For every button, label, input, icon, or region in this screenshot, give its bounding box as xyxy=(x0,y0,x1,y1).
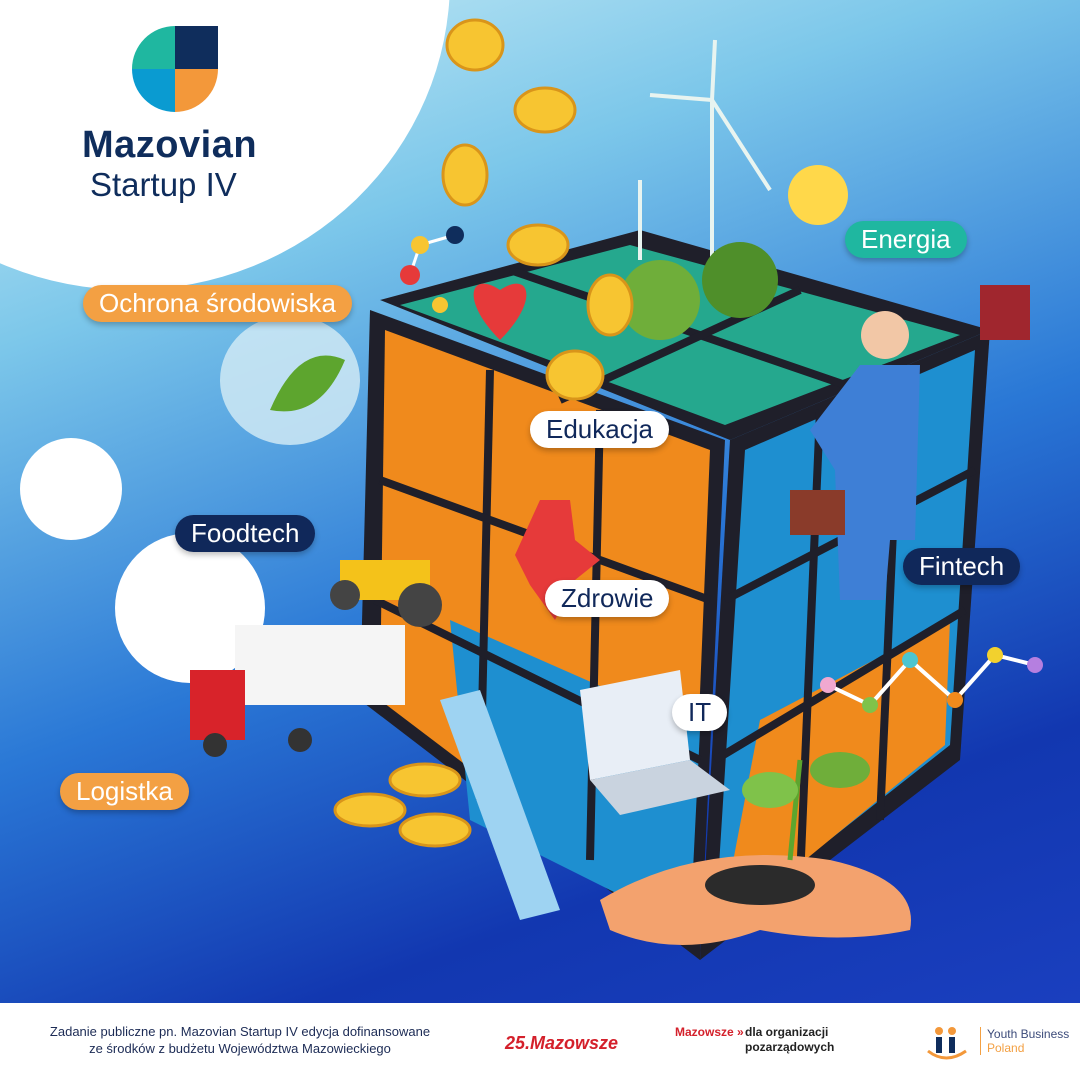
rubiks-cube-illustration xyxy=(190,18,1043,960)
funding-notice: Zadanie publiczne pn. Mazovian Startup I… xyxy=(20,1023,460,1057)
funding-notice-line2: ze środków z budżetu Województwa Mazowie… xyxy=(89,1041,391,1056)
footer: Zadanie publiczne pn. Mazovian Startup I… xyxy=(0,1003,1080,1080)
logo-org-line1: dla organizacji xyxy=(745,1025,829,1039)
logo-mazowsze: Mazowsze » xyxy=(675,1025,744,1039)
logo-org-line2: pozarządowych xyxy=(745,1040,835,1054)
logo-25-mazowsze: 25.Mazowsze xyxy=(505,1033,619,1053)
funding-notice-line1: Zadanie publiczne pn. Mazovian Startup I… xyxy=(49,1024,431,1039)
category-zdrowie: Zdrowie xyxy=(545,580,670,617)
youth-business-poland-logo-icon xyxy=(927,1027,967,1060)
illustration: Mazovian Startup IV xyxy=(0,0,1080,1003)
logo-organizacje-pozarzadowe: dla organizacji pozarządowych xyxy=(745,1025,834,1055)
category-ochrona-srodowiska: Ochrona środowiska xyxy=(83,285,352,322)
category-fintech: Fintech xyxy=(903,548,1021,585)
brand-title: Mazovian xyxy=(82,124,258,166)
brand-subtitle: Startup IV xyxy=(90,166,237,203)
category-logistka: Logistka xyxy=(60,773,189,810)
mazovian-logo-icon xyxy=(132,26,218,112)
category-energia: Energia xyxy=(845,221,967,258)
category-foodtech: Foodtech xyxy=(175,515,316,552)
ybp-line1: Youth Business xyxy=(987,1027,1070,1041)
decorative-circle xyxy=(20,438,122,540)
youth-business-poland-text: Youth Business Poland xyxy=(980,1027,1069,1055)
ybp-line2: Poland xyxy=(987,1041,1025,1055)
category-it: IT xyxy=(672,694,728,731)
category-edukacja: Edukacja xyxy=(530,411,669,448)
